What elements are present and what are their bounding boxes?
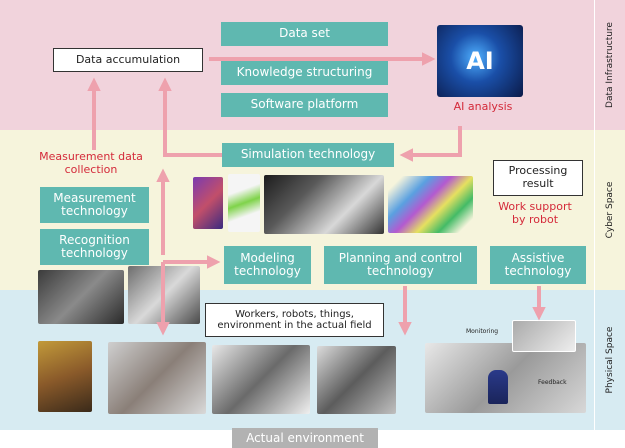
actual-environment-label: Actual environment xyxy=(232,428,378,448)
modeling-technology-label: Modeling technology xyxy=(234,250,301,278)
data-set-box: Data set xyxy=(221,22,388,46)
physical-space-side: Physical Space xyxy=(594,290,625,430)
processing-result-label: Processing result xyxy=(508,164,568,190)
arrow-ai-to-simulation xyxy=(399,126,462,162)
assistive-technology-label: Assistive technology xyxy=(504,250,572,278)
ai-analysis-label: AI analysis xyxy=(453,100,513,113)
recognition-technology-box: Recognition technology xyxy=(40,229,149,265)
human-motion-model-image xyxy=(228,174,260,232)
assistive-technology-box: Assistive technology xyxy=(490,246,586,284)
simulation-technology-label: Simulation technology xyxy=(240,147,376,162)
work-support-label: Work support by robot xyxy=(498,200,572,227)
feedback-label: Feedback xyxy=(538,379,567,386)
worker-photo xyxy=(38,341,92,412)
measurement-data-collection-label: Measurement data collection xyxy=(39,150,143,177)
actual-field-label: Workers, robots, things, environment in … xyxy=(217,308,372,332)
data-accumulation-label: Data accumulation xyxy=(75,52,181,66)
recognition-image-1 xyxy=(38,270,124,324)
measurement-technology-label: Measurement technology xyxy=(53,190,136,218)
planning-control-technology-box: Planning and control technology xyxy=(324,246,477,284)
monitoring-screen-image xyxy=(512,320,576,352)
arrow-simulation-to-accumulation xyxy=(158,77,222,157)
knowledge-structuring-label: Knowledge structuring xyxy=(236,65,373,80)
data-set-label: Data set xyxy=(279,26,330,41)
robot-arm-model-image xyxy=(193,177,223,229)
machine-photo xyxy=(212,345,310,414)
factory-aisle-photo xyxy=(317,346,396,414)
software-platform-label: Software platform xyxy=(250,97,359,112)
actual-field-box: Workers, robots, things, environment in … xyxy=(205,303,384,337)
modeling-technology-box: Modeling technology xyxy=(224,246,311,284)
planning-control-technology-label: Planning and control technology xyxy=(338,250,463,278)
cyber-space-side: Cyber Space xyxy=(594,130,625,290)
monitoring-label: Monitoring xyxy=(466,328,499,335)
point-cloud-image xyxy=(264,175,384,234)
robot-arm-photo xyxy=(108,342,206,414)
measurement-technology-box: Measurement technology xyxy=(40,187,149,223)
ai-image: AI xyxy=(437,25,523,97)
data-infrastructure-side: Data Infrastructure xyxy=(594,0,625,130)
simulation-technology-box: Simulation technology xyxy=(222,143,394,167)
knowledge-structuring-box: Knowledge structuring xyxy=(221,61,388,85)
ai-logo-text: AI xyxy=(466,47,494,75)
recognition-technology-label: Recognition technology xyxy=(59,232,130,260)
processing-result-box: Processing result xyxy=(493,160,583,196)
person-figure-image xyxy=(488,370,508,404)
planning-simulation-image xyxy=(388,176,473,233)
software-platform-box: Software platform xyxy=(221,93,388,117)
data-accumulation-box: Data accumulation xyxy=(53,48,203,72)
